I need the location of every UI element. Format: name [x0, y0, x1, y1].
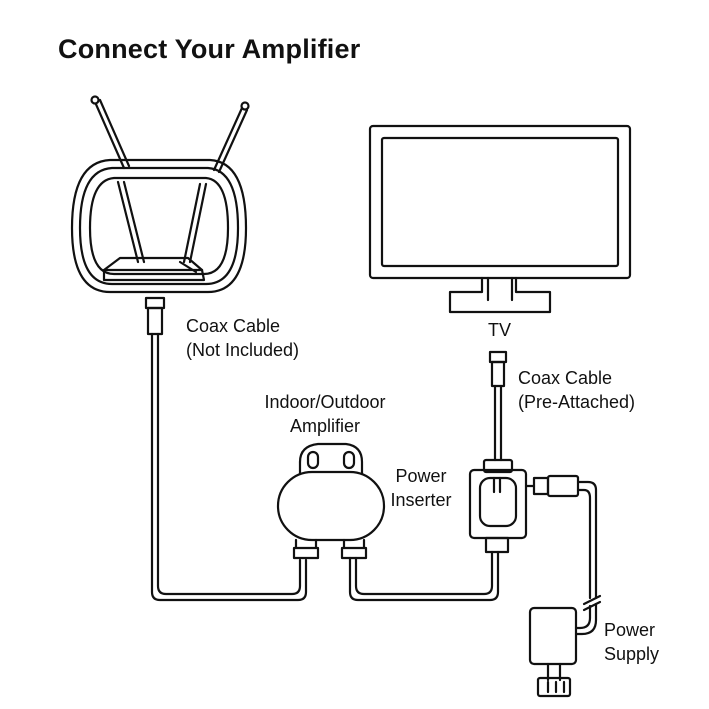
- power-cable: [524, 474, 602, 636]
- power-supply-icon: [528, 606, 578, 698]
- amplifier-label: Indoor/Outdoor Amplifier: [264, 392, 386, 436]
- tv-icon: [368, 124, 632, 314]
- power-supply-label: Power Supply: [604, 620, 660, 664]
- amplifier-icon: [276, 442, 386, 560]
- antenna-icon: [70, 95, 250, 336]
- tv-label: TV: [488, 320, 512, 340]
- coax-cable-right: [488, 350, 508, 462]
- coax-cable-middle: [348, 550, 500, 602]
- coax-cable-left: [150, 332, 308, 602]
- coax-cable-right-label: Coax Cable (Pre-Attached): [518, 368, 636, 412]
- coax-cable-left-label: Coax Cable (Not Included): [186, 316, 300, 360]
- power-inserter-label: Power Inserter: [390, 466, 452, 510]
- power-inserter-icon: [468, 458, 528, 554]
- page-title: Connect Your Amplifier: [58, 34, 361, 64]
